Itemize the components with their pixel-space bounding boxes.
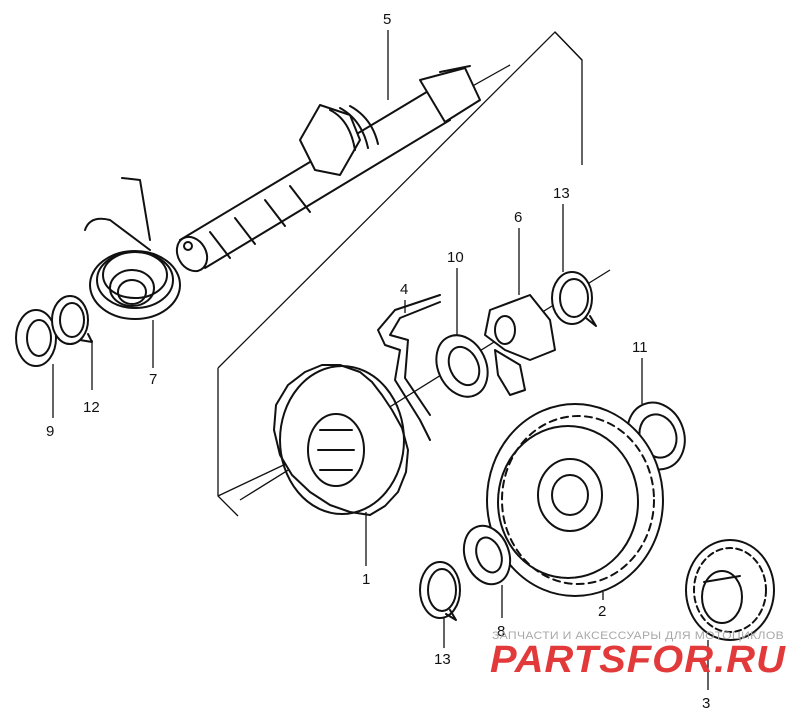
circlip-13-bottom xyxy=(419,561,461,621)
kick-spring xyxy=(84,177,181,320)
small-gear xyxy=(685,539,775,641)
callout-3: 3 xyxy=(702,695,710,712)
circlip-13-top xyxy=(551,271,597,327)
thrust-washer-10 xyxy=(435,334,489,398)
leader-lines xyxy=(52,30,709,690)
ratchet-guide xyxy=(484,294,556,396)
callout-8: 8 xyxy=(497,623,505,640)
callout-11: 11 xyxy=(632,339,648,356)
large-gear xyxy=(486,403,664,597)
callout-2: 2 xyxy=(598,603,606,620)
callout-4: 4 xyxy=(400,281,408,298)
washer-8 xyxy=(462,524,512,586)
spring-clip xyxy=(377,294,441,441)
callout-1: 1 xyxy=(362,571,370,588)
callout-7: 7 xyxy=(149,371,157,388)
callout-6: 6 xyxy=(514,209,522,226)
watermark-tagline: ЗАПЧАСТИ И АКСЕССУАРЫ ДЛЯ МОТОЦИКЛОВ xyxy=(492,630,784,642)
callout-13-top: 13 xyxy=(553,185,570,202)
washer-9 xyxy=(15,309,57,367)
circlip-12 xyxy=(51,295,93,345)
ratchet-gear xyxy=(273,364,409,516)
watermark-brand-left: PARTS xyxy=(490,639,627,681)
callout-5: 5 xyxy=(383,11,391,28)
callout-13-bottom: 13 xyxy=(434,651,451,668)
callout-12: 12 xyxy=(83,399,100,416)
watermark-brand-right: .RU xyxy=(714,639,786,681)
main-shaft xyxy=(175,65,481,273)
callout-9: 9 xyxy=(46,423,54,440)
callout-10: 10 xyxy=(447,249,464,266)
watermark-brand-mid: FOR xyxy=(627,639,714,681)
